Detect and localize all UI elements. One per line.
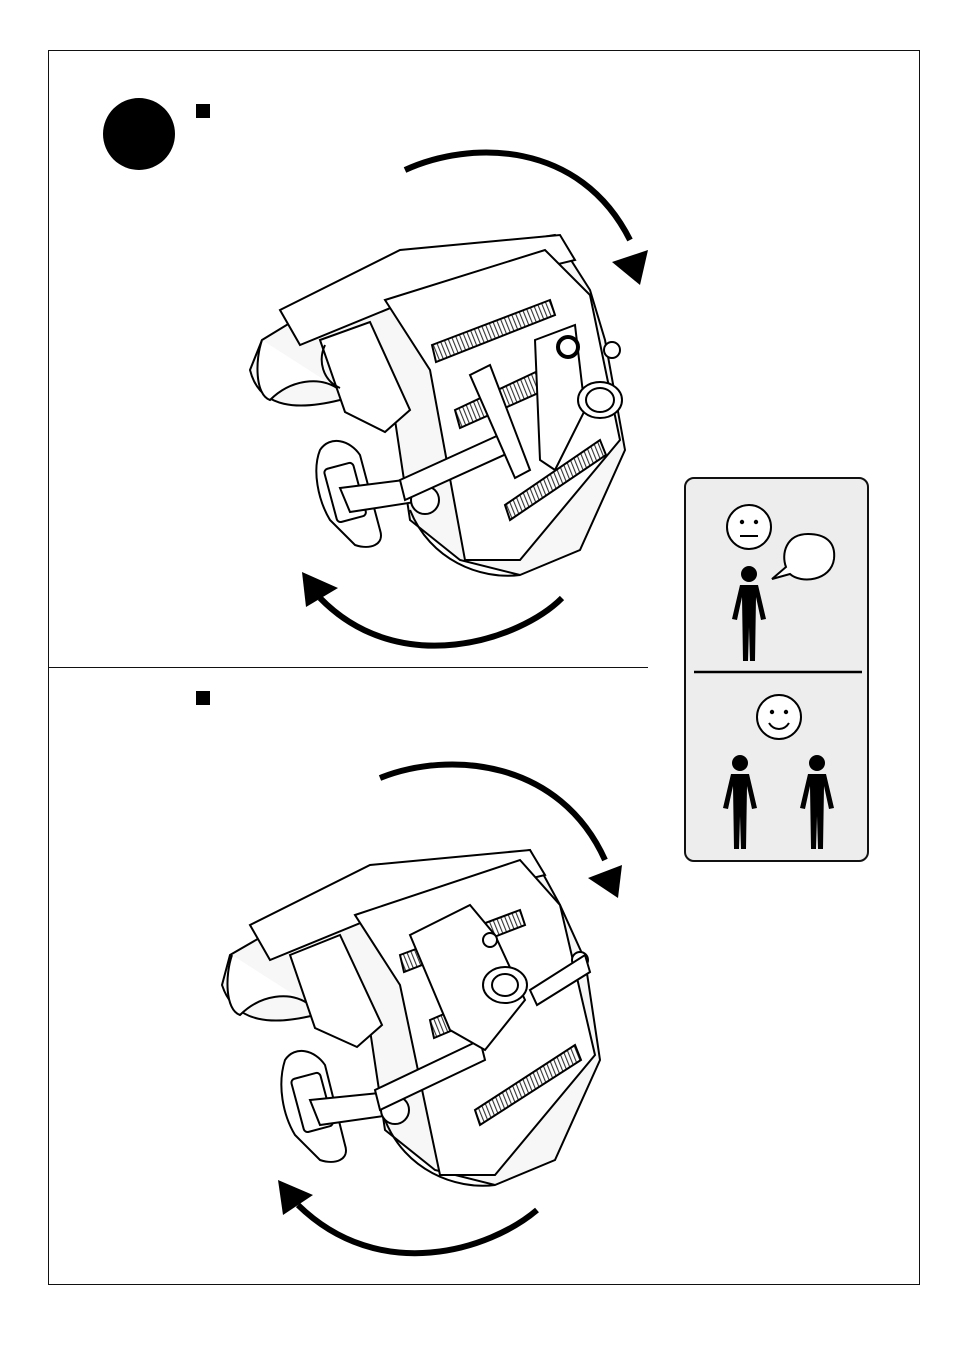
side-panel-graphics xyxy=(686,479,869,862)
two-people-icon xyxy=(723,755,834,849)
top-chair-mechanism xyxy=(250,235,625,576)
one-person-icon xyxy=(732,566,766,661)
speech-bubble-icon xyxy=(772,534,834,579)
smiling-face-icon xyxy=(757,695,801,739)
neutral-face-icon xyxy=(727,505,771,549)
user-count-info-panel xyxy=(684,477,869,862)
bottom-chair-mechanism xyxy=(222,850,600,1186)
top-rotation-arrow-lower xyxy=(302,572,562,646)
bottom-rotation-arrow-lower xyxy=(278,1180,537,1253)
